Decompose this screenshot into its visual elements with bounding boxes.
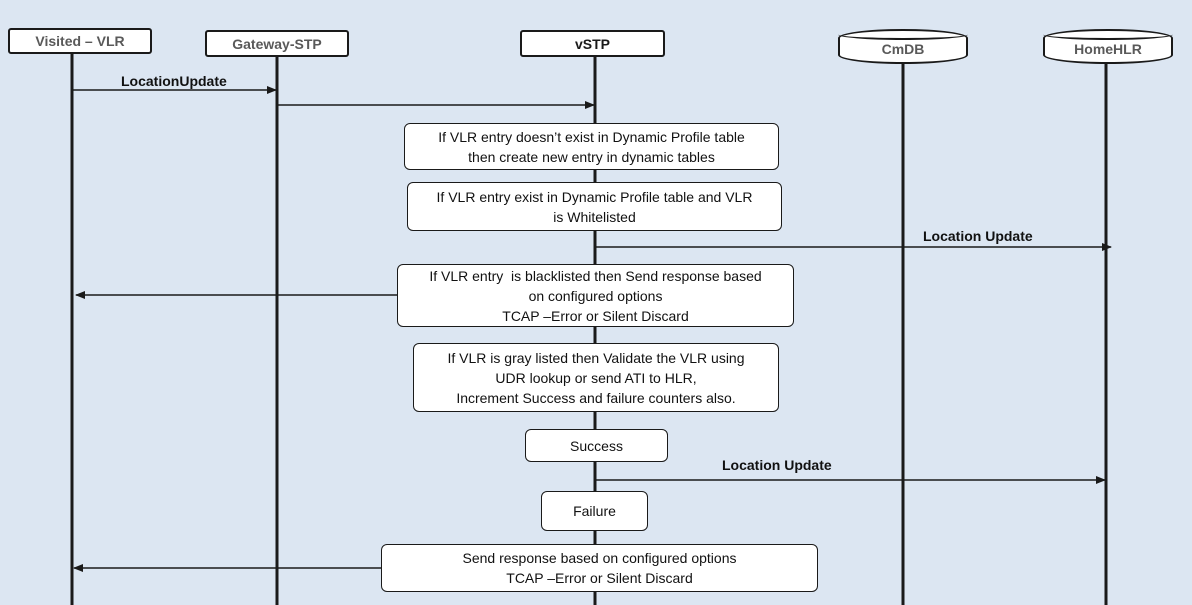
note-line: is Whitelisted — [553, 208, 636, 225]
note-line: TCAP –Error or Silent Discard — [506, 570, 693, 586]
message-label-location-update-hlr-2: Location Update — [722, 457, 832, 473]
note-gray-listed: If VLR is gray listed then Validate the … — [413, 343, 779, 412]
note-line: If VLR is gray listed then Validate the … — [447, 349, 745, 366]
note-line: If VLR entry is blacklisted then Send re… — [429, 267, 762, 284]
participant-vstp: vSTP — [520, 30, 665, 57]
note-send-response: Send response based on configured option… — [381, 544, 818, 592]
note-entry-not-exist: If VLR entry doesn’t exist in Dynamic Pr… — [404, 123, 779, 170]
note-line: then create new entry in dynamic tables — [468, 148, 715, 165]
note-failure: Failure — [541, 491, 648, 531]
note-line: UDR lookup or send ATI to HLR, — [495, 369, 697, 386]
participant-visited-vlr: Visited – VLR — [8, 28, 152, 54]
note-line: Send response based on configured option… — [462, 550, 737, 566]
participant-gateway-stp: Gateway-STP — [205, 30, 349, 57]
note-line: Increment Success and failure counters a… — [456, 389, 736, 406]
note-success: Success — [525, 429, 668, 462]
participant-home-hlr-database: HomeHLR — [1043, 29, 1173, 64]
note-line: If VLR entry exist in Dynamic Profile ta… — [436, 188, 753, 205]
participant-cmdb-database: CmDB — [838, 29, 968, 64]
note-blacklisted: If VLR entry is blacklisted then Send re… — [397, 264, 794, 327]
note-line: If VLR entry doesn’t exist in Dynamic Pr… — [438, 128, 745, 145]
note-line: Success — [570, 437, 623, 454]
note-whitelisted: If VLR entry exist in Dynamic Profile ta… — [407, 182, 782, 231]
note-line: Failure — [573, 503, 616, 519]
note-line: on configured options — [528, 287, 663, 304]
message-label-location-update-hlr-1: Location Update — [923, 228, 1033, 244]
note-line: TCAP –Error or Silent Discard — [502, 307, 689, 324]
message-label-location-update: LocationUpdate — [121, 73, 227, 89]
